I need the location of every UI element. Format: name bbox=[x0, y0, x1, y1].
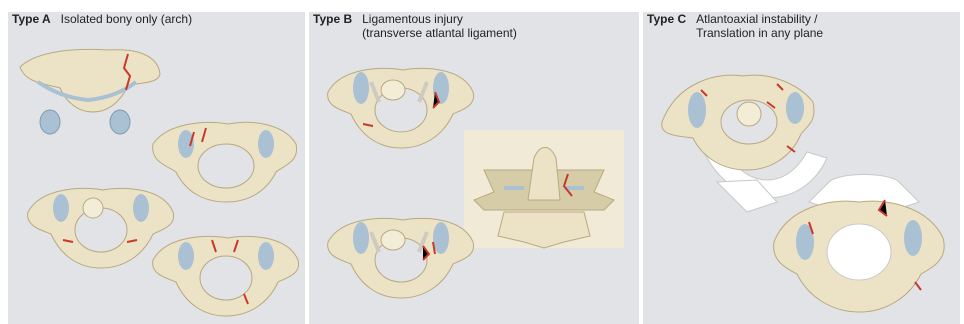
atlas-ring-a3 bbox=[28, 188, 174, 268]
atlantoaxial-complex-c2 bbox=[774, 175, 945, 313]
atlas-ring-a2 bbox=[153, 122, 297, 202]
panel-a-illustration bbox=[8, 12, 305, 324]
atlas-posterior-view bbox=[20, 49, 160, 134]
atlas-ring-b1 bbox=[328, 68, 474, 148]
atlas-ring-a4 bbox=[153, 236, 299, 316]
atlas-ring-b2 bbox=[328, 218, 474, 298]
atlantoaxial-complex-c1 bbox=[662, 75, 827, 212]
axis-coronal-view bbox=[464, 130, 624, 248]
panel-b-illustration bbox=[309, 12, 639, 324]
panel-c-illustration bbox=[643, 12, 960, 324]
